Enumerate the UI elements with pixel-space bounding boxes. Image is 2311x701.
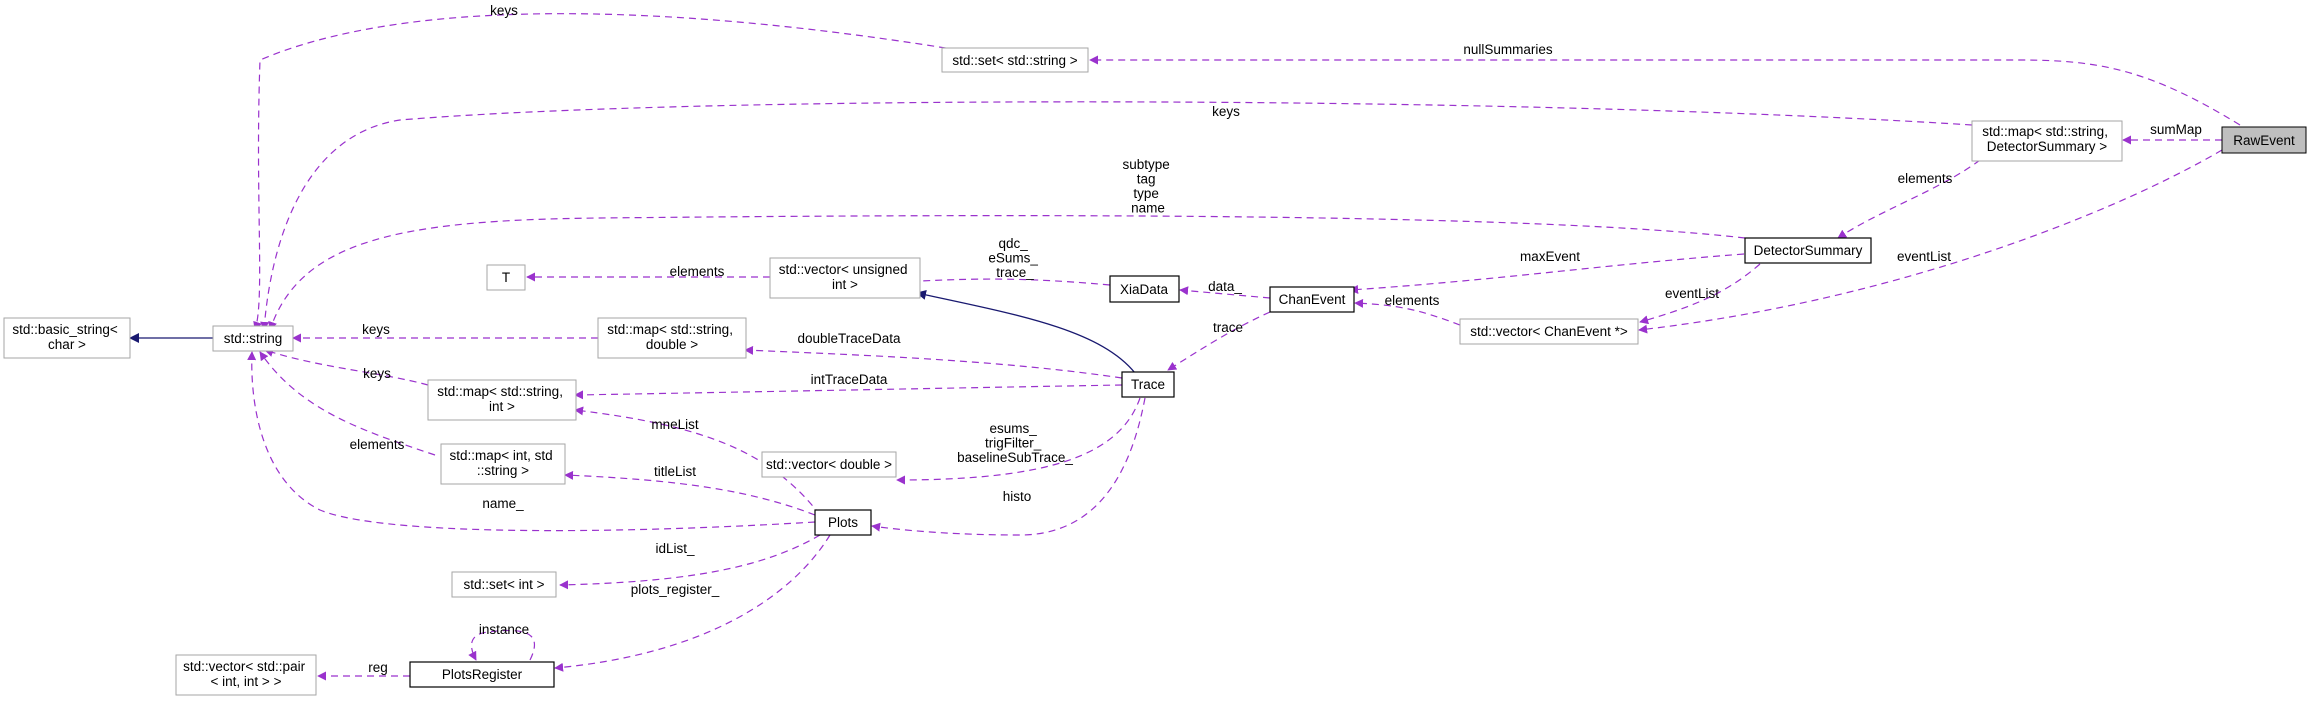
svg-text:std::vector< std::pair: std::vector< std::pair < int, int > > bbox=[183, 659, 309, 689]
node-set-int[interactable]: std::set< int > bbox=[451, 571, 557, 598]
svg-text:Plots: Plots bbox=[828, 515, 858, 530]
label-instance: instance bbox=[479, 622, 529, 637]
edge-mne-list bbox=[574, 406, 821, 516]
label-sum-map: sumMap bbox=[2150, 122, 2202, 137]
edge-title-list bbox=[564, 470, 816, 516]
edge-name bbox=[247, 351, 816, 532]
svg-text:DetectorSummary: DetectorSummary bbox=[1754, 243, 1863, 258]
node-chan-event[interactable]: ChanEvent bbox=[1269, 286, 1355, 313]
edge-event-list-raw bbox=[1638, 149, 2223, 334]
svg-text:std::map< std::string,: std::map< std::string, int > bbox=[437, 384, 566, 414]
label-id-list: idList_ bbox=[655, 541, 695, 556]
svg-text:std::map< std::string,: std::map< std::string, DetectorSummary > bbox=[1982, 124, 2111, 154]
node-trace[interactable]: Trace bbox=[1121, 371, 1175, 398]
edge-plots-register bbox=[554, 534, 831, 672]
label-keys-map-ds: keys bbox=[1212, 104, 1240, 119]
edge-esums bbox=[896, 397, 1141, 485]
edge-double-trace-data bbox=[744, 345, 1123, 379]
node-set-string[interactable]: std::set< std::string > bbox=[941, 47, 1089, 73]
node-std-string[interactable]: std::string bbox=[212, 325, 294, 352]
edge-elements-map-int-str bbox=[259, 351, 436, 456]
node-plots[interactable]: Plots bbox=[814, 509, 872, 536]
label-data: data_ bbox=[1208, 279, 1242, 294]
label-elements-t: elements bbox=[670, 264, 725, 279]
svg-text:RawEvent: RawEvent bbox=[2233, 133, 2295, 148]
svg-text:PlotsRegister: PlotsRegister bbox=[442, 667, 523, 682]
node-detector-summary[interactable]: DetectorSummary bbox=[1744, 237, 1872, 264]
edge-trace-inherits bbox=[916, 289, 1136, 374]
edge-int-trace-data bbox=[574, 384, 1123, 400]
label-null-summaries: nullSummaries bbox=[1463, 42, 1553, 57]
svg-text:XiaData: XiaData bbox=[1120, 282, 1169, 297]
svg-text:std::basic_string< cha: std::basic_string< char > bbox=[12, 322, 121, 352]
svg-text:std::map< int, std ::s: std::map< int, std ::string > bbox=[450, 448, 557, 478]
node-vector-pair[interactable]: std::vector< std::pair < int, int > > bbox=[175, 654, 317, 696]
svg-text:std::map< std::string,: std::map< std::string, double > bbox=[607, 322, 736, 352]
edge-histo bbox=[871, 397, 1146, 536]
node-vector-double[interactable]: std::vector< double > bbox=[761, 451, 897, 478]
label-histo: histo bbox=[1003, 489, 1032, 504]
svg-text:std::vector< ChanEvent *>: std::vector< ChanEvent *> bbox=[1470, 324, 1628, 339]
label-trace: trace bbox=[1213, 320, 1243, 335]
label-elements-map-ds: elements bbox=[1898, 171, 1953, 186]
edges bbox=[129, 13, 2241, 681]
label-ds-string: subtype tag type name bbox=[1122, 157, 1173, 216]
edge-keys-set bbox=[253, 13, 959, 331]
label-double-trace-data: doubleTraceData bbox=[797, 331, 901, 346]
svg-text:std::set< int >: std::set< int > bbox=[463, 577, 544, 592]
label-keys-set: keys bbox=[490, 3, 518, 18]
edge-null-summaries bbox=[1089, 55, 2241, 126]
node-vector-unsigned-int[interactable]: std::vector< unsigned int > bbox=[769, 257, 921, 299]
label-reg: reg bbox=[368, 660, 388, 675]
edge-keys-map-int bbox=[264, 348, 429, 386]
label-title-list: titleList bbox=[654, 464, 696, 479]
edge-id-list bbox=[559, 534, 821, 590]
label-max-event: maxEvent bbox=[1520, 249, 1580, 264]
node-raw-event[interactable]: RawEvent bbox=[2221, 126, 2307, 154]
node-basic-string[interactable]: std::basic_string< char > bbox=[3, 317, 131, 359]
node-map-detector-summary[interactable]: std::map< std::string, DetectorSummary > bbox=[1971, 120, 2123, 162]
node-map-string-double[interactable]: std::map< std::string, double > bbox=[597, 317, 747, 359]
svg-text:std::set< std::string >: std::set< std::string > bbox=[952, 53, 1077, 68]
svg-text:std::string: std::string bbox=[224, 331, 283, 346]
label-plots-register: plots_register_ bbox=[631, 582, 720, 597]
label-esums: esums_ trigFilter_ baselineSubTrace_ bbox=[957, 421, 1073, 465]
nodes: RawEvent std::set< std::string > std::ma… bbox=[3, 47, 2307, 696]
edge-labels: nullSummaries sumMap eventList elements … bbox=[350, 3, 2202, 675]
label-qdc: qdc_ eSums_ trace_ bbox=[988, 236, 1041, 280]
edge-event-list-ds bbox=[1639, 263, 1761, 325]
label-elements-map-int-str: elements bbox=[350, 437, 405, 452]
label-mne-list: mneList bbox=[651, 417, 699, 432]
node-map-int-string[interactable]: std::map< int, std ::string > bbox=[440, 443, 566, 485]
node-xia-data[interactable]: XiaData bbox=[1109, 275, 1180, 303]
edge-ds-string bbox=[268, 215, 1746, 331]
node-plots-register[interactable]: PlotsRegister bbox=[409, 661, 555, 688]
edge-max-event bbox=[1349, 253, 1745, 294]
node-t[interactable]: T bbox=[486, 264, 526, 291]
svg-text:T: T bbox=[502, 270, 510, 285]
svg-text:std::vector< double >: std::vector< double > bbox=[766, 457, 892, 472]
svg-text:std::vector< unsigned: std::vector< unsigned int > bbox=[779, 262, 911, 292]
edge-trace bbox=[1167, 311, 1271, 371]
svg-text:Trace: Trace bbox=[1131, 377, 1165, 392]
edge-elements-map-ds bbox=[1837, 159, 1981, 239]
edge-data bbox=[1179, 286, 1271, 299]
svg-text:ChanEvent: ChanEvent bbox=[1279, 292, 1346, 307]
node-vector-chan-event[interactable]: std::vector< ChanEvent *> bbox=[1459, 318, 1639, 345]
edge-keys-map-ds bbox=[260, 101, 1973, 331]
label-int-trace-data: intTraceData bbox=[811, 372, 888, 387]
edge-elements-vec-ce bbox=[1354, 298, 1461, 326]
label-event-list-raw: eventList bbox=[1897, 249, 1951, 264]
label-keys-map-int: keys bbox=[363, 366, 391, 381]
label-keys-map-double: keys bbox=[362, 322, 390, 337]
label-name: name_ bbox=[482, 496, 524, 511]
node-map-string-int[interactable]: std::map< std::string, int > bbox=[427, 379, 577, 421]
label-event-list-ds: eventList bbox=[1665, 286, 1719, 301]
label-elements-vec-ce: elements bbox=[1385, 293, 1440, 308]
